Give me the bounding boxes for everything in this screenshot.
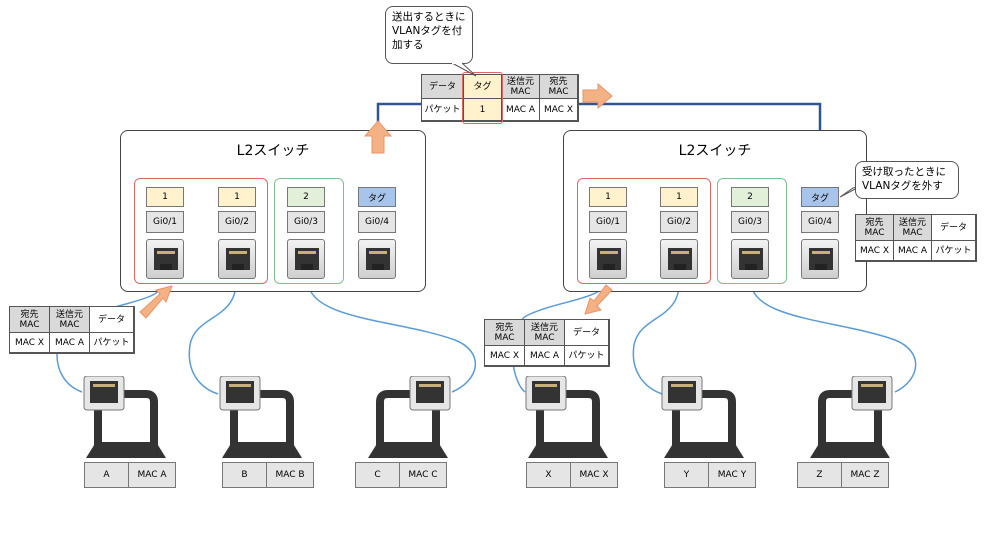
cable-gi03-c <box>307 281 476 393</box>
cable-gi03-z <box>750 281 917 393</box>
value-cell: MAC X <box>540 99 578 121</box>
host-computer-icon[interactable] <box>78 375 174 458</box>
switch-title: L2スイッチ <box>236 143 310 159</box>
ethernet-port-icon[interactable] <box>218 239 256 279</box>
header-cell-tag: タグ <box>464 75 502 99</box>
header-cell: 宛先 MAC <box>540 75 578 99</box>
host-mac: MAC X <box>571 463 617 487</box>
host-computer-icon[interactable] <box>360 375 456 458</box>
value-cell: パケット <box>565 346 609 366</box>
vlan2-group-left <box>274 178 344 284</box>
ethernet-port-icon[interactable] <box>731 239 769 279</box>
host-name: Y <box>665 463 709 487</box>
host-computer-icon[interactable] <box>520 375 616 458</box>
value-cell-tag: 1 <box>464 99 502 121</box>
value-cell: MAC X <box>856 241 894 261</box>
host-computer-icon[interactable] <box>802 375 898 458</box>
port-name: Gi0/2 <box>660 211 698 233</box>
host-label: Y MAC Y <box>664 462 756 488</box>
frame-table-right-middle: 宛先 MAC 送信元 MAC データ MAC X MAC A パケット <box>484 319 610 367</box>
ethernet-port-icon[interactable] <box>660 239 698 279</box>
tag-highlight <box>462 72 503 124</box>
ethernet-port-icon[interactable] <box>589 239 627 279</box>
host-name: B <box>223 463 267 487</box>
vlan-label: 2 <box>287 187 325 207</box>
header-cell: データ <box>565 320 609 346</box>
port-name: Gi0/2 <box>218 211 256 233</box>
ethernet-port-icon[interactable] <box>146 239 184 279</box>
value-cell: パケット <box>932 241 976 261</box>
port-name: Gi0/1 <box>589 211 627 233</box>
header-cell: 送信元 MAC <box>502 75 540 99</box>
vlan1-group-left <box>134 178 268 284</box>
header-cell: データ <box>932 215 976 241</box>
ethernet-port-icon[interactable] <box>287 239 325 279</box>
header-cell: 送信元 MAC <box>894 215 932 241</box>
host-mac: MAC Y <box>709 463 755 487</box>
frame-table-left: 宛先 MAC 送信元 MAC データ MAC X MAC A パケット <box>9 306 135 354</box>
vlan-label: 1 <box>660 187 698 207</box>
value-cell: パケット <box>90 333 134 353</box>
vlan-label: 2 <box>731 187 769 207</box>
value-cell: MAC A <box>50 333 90 353</box>
host-name: C <box>356 463 400 487</box>
host-label: Z MAC Z <box>797 462 889 488</box>
port-name: Gi0/4 <box>358 211 396 233</box>
ethernet-port-icon[interactable] <box>801 239 839 279</box>
vlan-tag-label: タグ <box>801 187 839 207</box>
value-cell: パケット <box>422 99 464 121</box>
host-label: C MAC C <box>355 462 447 488</box>
header-cell: 宛先 MAC <box>10 307 50 333</box>
value-cell: MAC A <box>502 99 540 121</box>
port-name: Gi0/3 <box>731 211 769 233</box>
host-computer-icon[interactable] <box>214 375 310 458</box>
host-label: X MAC X <box>526 462 618 488</box>
vlan-label: 1 <box>146 187 184 207</box>
host-label: B MAC B <box>222 462 314 488</box>
header-cell: 送信元 MAC <box>50 307 90 333</box>
host-name: A <box>85 463 129 487</box>
host-mac: MAC C <box>400 463 446 487</box>
ethernet-port-icon[interactable] <box>358 239 396 279</box>
header-cell: 宛先 MAC <box>856 215 894 241</box>
value-cell: MAC X <box>485 346 525 366</box>
host-name: Z <box>798 463 842 487</box>
host-mac: MAC B <box>267 463 313 487</box>
vlan-label: 1 <box>218 187 256 207</box>
host-name: X <box>527 463 571 487</box>
switch-title: L2スイッチ <box>678 143 752 159</box>
port-name: Gi0/1 <box>146 211 184 233</box>
callout-send: 送出するときに VLANタグを付 加する <box>385 6 473 64</box>
header-cell: データ <box>422 75 464 99</box>
host-computer-icon[interactable] <box>656 375 752 458</box>
vlan1-group-right <box>577 178 711 284</box>
cable-gi02-b <box>188 281 237 395</box>
frame-table-right-switch: 宛先 MAC 送信元 MAC データ MAC X MAC A パケット <box>855 214 977 262</box>
value-cell: MAC X <box>10 333 50 353</box>
host-mac: MAC Z <box>842 463 888 487</box>
port-name: Gi0/4 <box>801 211 839 233</box>
cable-gi02-y <box>632 281 680 395</box>
header-cell: 宛先 MAC <box>485 320 525 346</box>
value-cell: MAC A <box>894 241 932 261</box>
vlan2-group-right <box>717 178 787 284</box>
host-label: A MAC A <box>84 462 176 488</box>
callout-receive: 受け取ったときに VLANタグを外す <box>855 161 959 199</box>
vlan-label: 1 <box>589 187 627 207</box>
host-mac: MAC A <box>129 463 175 487</box>
value-cell: MAC A <box>525 346 565 366</box>
port-name: Gi0/3 <box>287 211 325 233</box>
header-cell: データ <box>90 307 134 333</box>
header-cell: 送信元 MAC <box>525 320 565 346</box>
vlan-tag-label: タグ <box>358 187 396 207</box>
